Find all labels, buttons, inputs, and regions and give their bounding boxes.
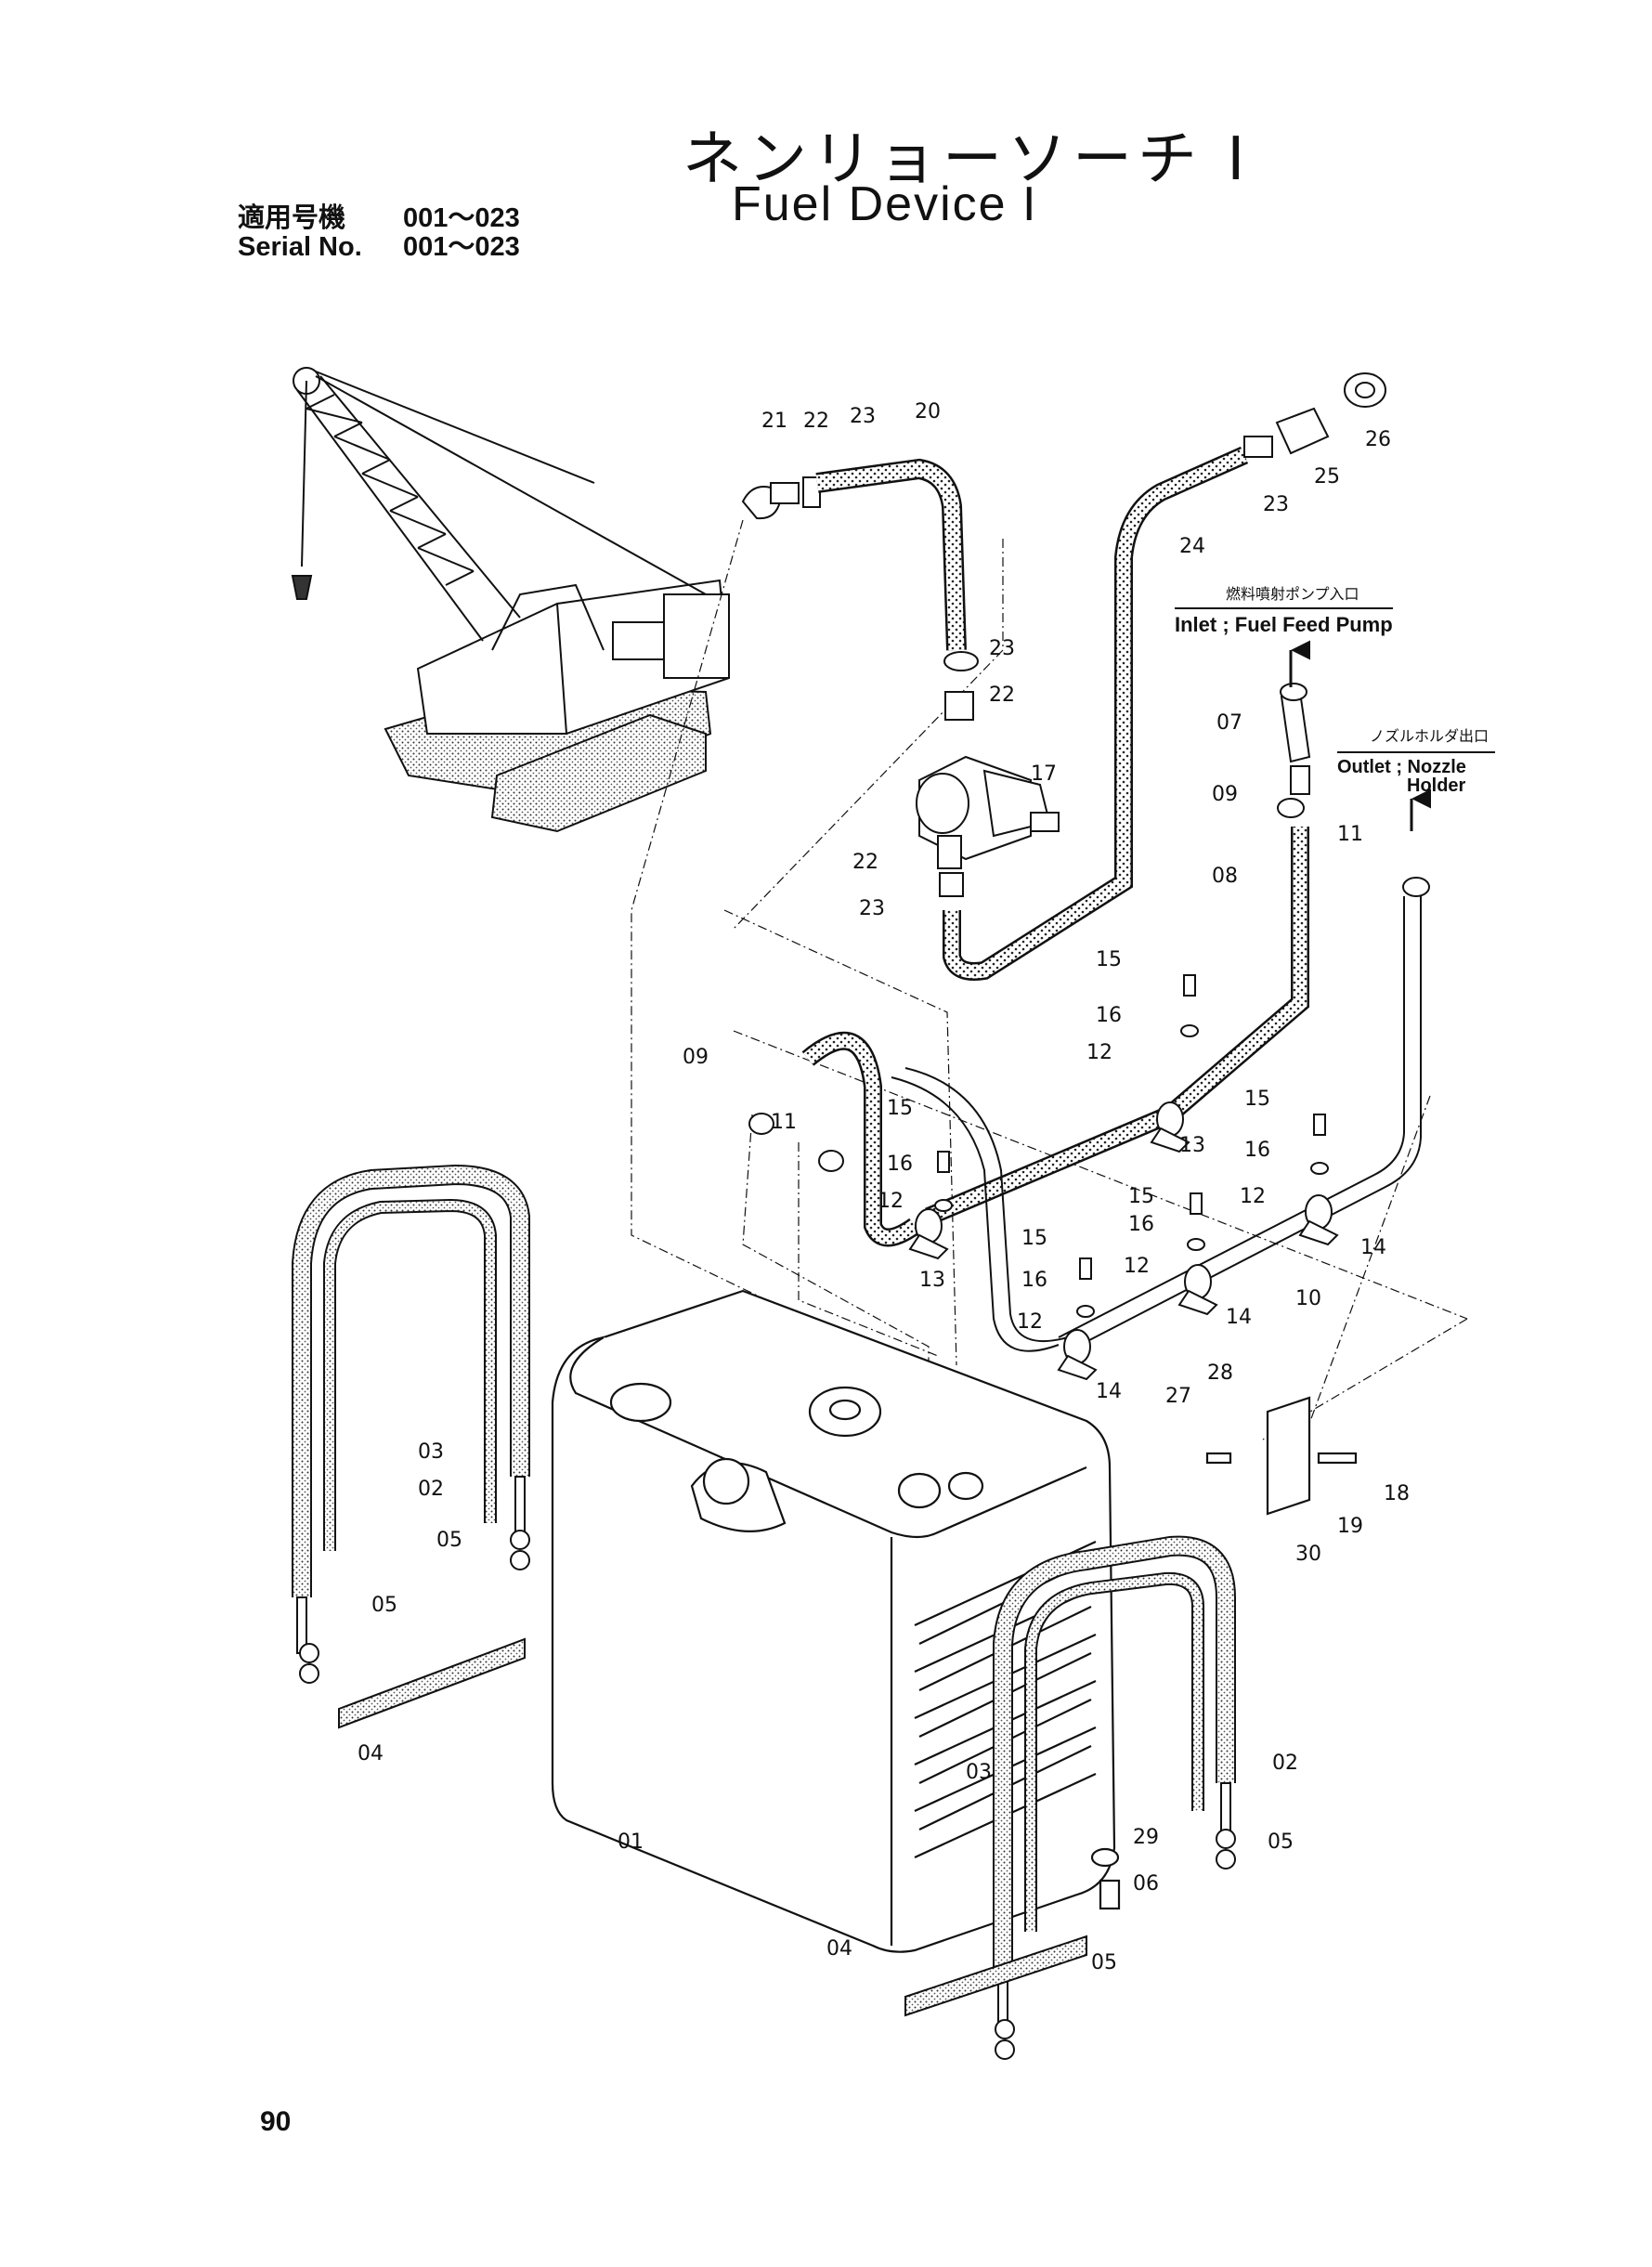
part-label-01: 01: [618, 1831, 644, 1854]
part-label-08: 08: [1212, 865, 1238, 888]
part-label-16: 16: [887, 1153, 913, 1176]
part-label-12: 12: [1124, 1255, 1150, 1278]
crane-illustration: [291, 367, 731, 833]
part-label-11: 11: [771, 1111, 797, 1134]
part-label-15: 15: [1244, 1088, 1270, 1111]
part-label-23: 23: [1263, 493, 1289, 516]
part-label-11: 11: [1337, 823, 1363, 846]
page-title-english: Fuel Device I: [732, 177, 1038, 231]
part-label-14: 14: [1096, 1380, 1122, 1403]
serial-label-english: Serial No.: [238, 232, 362, 262]
note-underlines: [1175, 607, 1495, 753]
part-label-29: 29: [1133, 1826, 1159, 1849]
fuel-filter-17: [916, 755, 1060, 897]
part-label-05: 05: [1268, 1831, 1294, 1854]
part-label-03: 03: [966, 1761, 992, 1784]
part-label-19: 19: [1337, 1515, 1363, 1538]
part-label-25: 25: [1314, 465, 1340, 489]
part-label-17: 17: [1031, 762, 1057, 786]
serial-info: 適用号機 001〜023 Serial No. 001〜023: [238, 204, 520, 262]
part-label-05: 05: [436, 1529, 462, 1552]
part-label-20: 20: [915, 400, 941, 423]
part-label-12: 12: [878, 1190, 904, 1213]
serial-value-japanese: 001〜023: [403, 203, 520, 233]
serial-label-japanese: 適用号機: [238, 203, 346, 233]
part-label-04: 04: [826, 1937, 852, 1961]
pipe-07-hose-08: [1280, 683, 1311, 795]
part-label-14: 14: [1360, 1236, 1386, 1259]
part-label-05: 05: [1091, 1951, 1117, 1974]
part-label-23: 23: [859, 897, 885, 920]
part-label-02: 02: [418, 1478, 444, 1501]
part-label-21: 21: [761, 410, 787, 433]
part-label-07: 07: [1216, 711, 1242, 735]
page-number: 90: [260, 2106, 292, 2137]
part-label-22: 22: [989, 684, 1015, 707]
part-label-10: 10: [1295, 1287, 1321, 1310]
part-label-12: 12: [1086, 1041, 1112, 1064]
part-label-05: 05: [371, 1594, 397, 1617]
part-label-16: 16: [1021, 1269, 1047, 1292]
page-title-japanese: ネンリョーソーチ I: [683, 125, 1251, 194]
part-label-13: 13: [1179, 1134, 1205, 1157]
part-label-15: 15: [1128, 1185, 1154, 1208]
strap-right-03: [904, 1535, 1236, 2060]
part-label-24: 24: [1179, 535, 1205, 558]
part-label-02: 02: [1272, 1752, 1298, 1775]
serial-value-english: 001〜023: [403, 232, 520, 262]
part-label-15: 15: [1021, 1227, 1047, 1250]
inlet-note-japanese: 燃料噴射ポンプ入口: [1226, 586, 1359, 603]
part-label-16: 16: [1096, 1004, 1122, 1027]
part-label-16: 16: [1244, 1139, 1270, 1162]
part-label-15: 15: [887, 1097, 913, 1120]
part-label-09: 09: [683, 1046, 709, 1069]
part-label-23: 23: [850, 405, 876, 428]
flow-arrows: [1289, 640, 1431, 831]
return-pipe-10: [891, 896, 1422, 1352]
part-label-23: 23: [989, 637, 1015, 660]
fuel-tank-01: [551, 1289, 1358, 1953]
part-label-04: 04: [358, 1742, 384, 1765]
hose-08: [801, 827, 1309, 1247]
inlet-note-english: Inlet ; Fuel Feed Pump: [1175, 613, 1393, 636]
strap-left-03: [292, 1164, 530, 1729]
outlet-note-english-1: Outlet ; Nozzle: [1337, 757, 1466, 777]
part-label-06: 06: [1133, 1872, 1159, 1896]
part-label-12: 12: [1017, 1310, 1043, 1334]
fitting-25-26: [1243, 372, 1386, 458]
part-label-28: 28: [1207, 1362, 1233, 1385]
part-label-22: 22: [803, 410, 829, 433]
part-label-18: 18: [1384, 1482, 1410, 1505]
leader-lines: [631, 519, 1468, 1450]
part-label-14: 14: [1226, 1306, 1252, 1329]
part-label-16: 16: [1128, 1213, 1154, 1236]
part-label-03: 03: [418, 1440, 444, 1464]
part-number-labels: 21 22 23 20 26 25 23 24 23 22 17 22 23 07 09 08 11 15 16 12…: [358, 400, 1410, 1974]
part-label-13: 13: [919, 1269, 945, 1292]
part-label-15: 15: [1096, 948, 1122, 971]
part-label-26: 26: [1365, 428, 1391, 451]
outlet-note-japanese: ノズルホルダ出口: [1370, 728, 1489, 745]
clamp-set: [748, 798, 1430, 1381]
part-label-09: 09: [1212, 783, 1238, 806]
part-label-27: 27: [1165, 1385, 1191, 1408]
feed-hose-24: [943, 446, 1249, 981]
part-label-30: 30: [1295, 1543, 1321, 1566]
part-label-12: 12: [1240, 1185, 1266, 1208]
return-hose-assembly: [741, 458, 979, 721]
part-label-22: 22: [852, 851, 878, 874]
outlet-note-english-2: Holder: [1407, 775, 1466, 796]
